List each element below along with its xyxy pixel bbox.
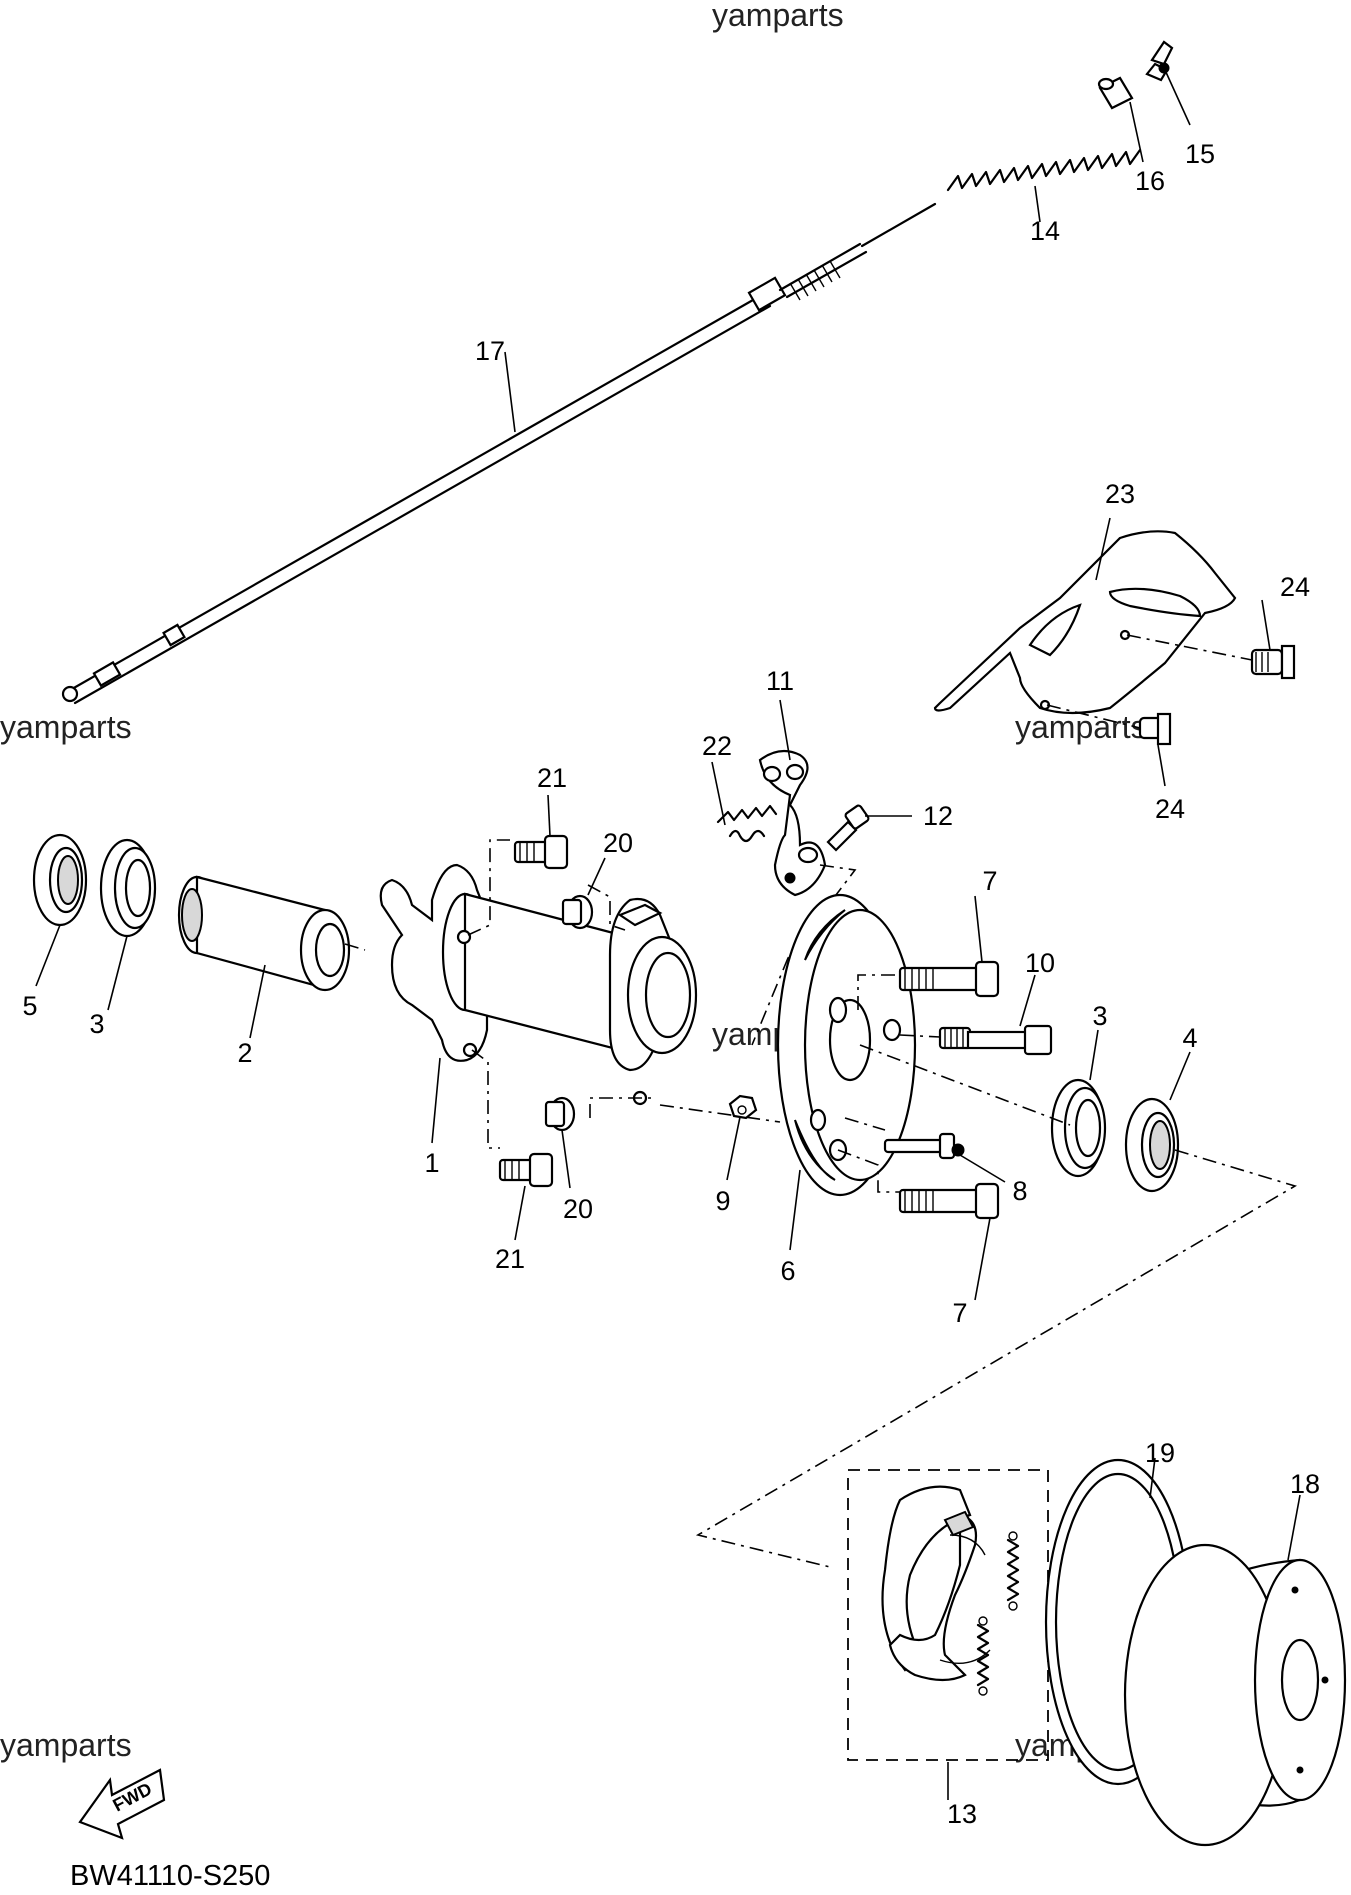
brake-shoe-part	[881, 1485, 991, 1682]
callout-21-upper: 21	[537, 763, 567, 793]
washer-part-upper	[561, 894, 594, 930]
plate-bolt-dashline-upper	[857, 974, 900, 1010]
brake-cable-part	[61, 202, 937, 705]
leader-lines	[35, 69, 1301, 1800]
plate-pin-dashline	[844, 1117, 886, 1131]
cable-spring-part	[946, 148, 1142, 192]
callout-11: 11	[766, 666, 794, 696]
callout-22: 22	[702, 731, 732, 761]
watermark-left-upper: yamparts	[0, 709, 132, 745]
callout-15: 15	[1185, 139, 1215, 169]
callout-5: 5	[22, 991, 37, 1021]
watermark-right-upper: yamparts	[1015, 709, 1147, 745]
callout-6: 6	[780, 1256, 795, 1286]
callout-1: 1	[424, 1148, 439, 1178]
callout-24-upper: 24	[1280, 572, 1310, 602]
watermark-top: yamparts	[712, 0, 844, 33]
lever-bolt-part	[826, 804, 870, 852]
callout-12: 12	[923, 801, 953, 831]
callout-14: 14	[1030, 216, 1060, 246]
callout-2: 2	[237, 1038, 252, 1068]
seal-to-drum-dashline	[695, 1149, 1297, 1568]
callout-numbers: 17 14 16 15 23 24 24 11 22 12 21 20 5 3 …	[22, 139, 1320, 1829]
watermark-left-lower: yamparts	[0, 1727, 132, 1763]
bearing-part-left	[99, 838, 157, 938]
drawing-code: BW41110-S250	[70, 1860, 270, 1892]
guard-bolt-dashline-upper	[1126, 634, 1253, 661]
housing-bolt-part-lower	[498, 1152, 554, 1188]
callout-13: 13	[947, 1799, 977, 1829]
oil-seal-part-left	[32, 833, 88, 927]
washer-dashline-upper	[587, 884, 626, 931]
plate-bolt-part-lower	[898, 1182, 1000, 1220]
shoe-spring-part-lower	[976, 1616, 990, 1696]
cable-pin-part	[1097, 76, 1134, 110]
callout-7-lower: 7	[952, 1298, 967, 1328]
bearing-part-right	[1050, 1078, 1107, 1178]
callout-18: 18	[1290, 1469, 1320, 1499]
guard-bolt-part-lower	[1138, 712, 1172, 746]
callout-16: 16	[1135, 166, 1165, 196]
brake-camshaft-part	[938, 1024, 1053, 1056]
housing-bolt-dashline-lower	[471, 1049, 500, 1149]
callout-24-lower: 24	[1155, 794, 1185, 824]
oil-seal-part-right	[1124, 1097, 1180, 1193]
callout-17: 17	[475, 336, 505, 366]
callout-20-lower: 20	[563, 1194, 593, 1224]
callout-8: 8	[1012, 1176, 1027, 1206]
callout-3-right: 3	[1092, 1001, 1107, 1031]
plate-bolt-part-upper	[898, 960, 1000, 998]
housing-bolt-part-upper	[513, 834, 569, 870]
brake-drum-part	[1123, 1543, 1347, 1847]
anchor-pin-part	[883, 1132, 965, 1160]
callout-23: 23	[1105, 479, 1135, 509]
lever-spring-part	[716, 804, 778, 843]
washer-dashline-lower	[589, 1097, 655, 1118]
callout-19: 19	[1145, 1438, 1175, 1468]
callout-20-upper: 20	[603, 828, 633, 858]
axis-dashline-main	[344, 943, 366, 951]
washer-part-lower	[544, 1096, 576, 1132]
housing-bolt-dashline-upper	[467, 839, 510, 936]
callout-7-upper: 7	[982, 866, 997, 896]
callout-3-left: 3	[89, 1009, 104, 1039]
axis-dashline-to-plate	[659, 1104, 781, 1123]
axle-collar-part	[177, 875, 351, 992]
callout-9: 9	[715, 1186, 730, 1216]
nut-part	[728, 1094, 758, 1120]
fwd-arrow-icon: FWD	[78, 1768, 166, 1840]
shoe-spring-part-upper	[1006, 1531, 1020, 1611]
callout-4: 4	[1182, 1023, 1197, 1053]
brake-lever-part	[758, 749, 827, 897]
wing-nut-part	[1145, 40, 1174, 82]
pedal-guard-part	[933, 530, 1237, 715]
plate-bolt-dashline-lower	[837, 1149, 900, 1193]
guard-bolt-dashline-lower	[1046, 704, 1141, 729]
axle-housing-part	[379, 863, 698, 1106]
guard-bolt-part-upper	[1250, 644, 1296, 680]
callout-10: 10	[1025, 948, 1055, 978]
plate-shaft-dashline	[899, 1034, 941, 1038]
callout-21-lower: 21	[495, 1244, 525, 1274]
plate-to-bearing-dashline	[859, 1044, 1071, 1126]
